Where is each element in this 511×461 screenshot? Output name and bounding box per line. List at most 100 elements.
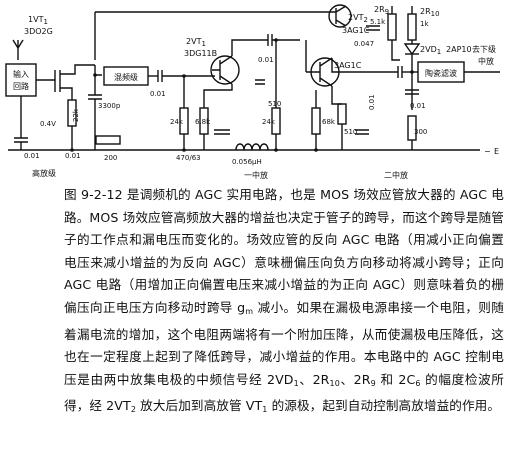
label-001-e: 0.01 [368, 94, 376, 110]
ceramic-filter-label: 陶瓷滤波 [425, 68, 457, 78]
drain-to-mixer-wire [94, 65, 102, 76]
label-001-b: 0.01 [65, 152, 81, 160]
vt2-subscript: 2 [130, 405, 137, 415]
vd-subscript: 1 [293, 378, 299, 388]
diode-2vd1 [403, 40, 421, 110]
first-if-stage-label: 一中放 [244, 170, 268, 180]
label-24k-b: 24k [262, 118, 276, 126]
wire-minus-label: − [484, 147, 491, 156]
r10-subscript: 10 [329, 378, 340, 388]
junction-dot [70, 148, 74, 152]
junction-dot [182, 148, 186, 152]
junction-dot [410, 70, 414, 74]
label-001-c: 0.01 [150, 90, 166, 98]
caption-sep-3: 和 2C [375, 371, 416, 387]
label-04v: 0.4V [40, 120, 56, 128]
label-001-a: 0.01 [24, 152, 40, 160]
label-3300p: 3300p [98, 102, 121, 110]
r10-value: 1k [420, 20, 429, 28]
figure-caption: 图 9-2-12 是调频机的 AGC 实用电路，也是 MOS 场效应管放大器的 … [64, 184, 504, 422]
caption-text-4: 放大后加到高放管 VT [136, 398, 263, 414]
transistor-2vt2-leads [306, 57, 333, 87]
gm-subscript: m [245, 306, 254, 316]
caption-text-2: 减小。如果在漏极电源串接一个电阻，则随着漏电流的增加，这个电阻两端将有一个附加压… [64, 299, 504, 387]
resistor-68k-b [311, 107, 321, 135]
label-001-d: 0.01 [258, 56, 274, 64]
transistor-2-ref: 2VT1 [186, 37, 206, 48]
capacitor-3300p [88, 75, 102, 150]
r10-ref: 2R10 [420, 7, 440, 18]
label-510-b: 510 [344, 128, 357, 136]
caption-text-3: 的幅度检波所得，经 2VT [64, 371, 504, 414]
mixer-label: 混频级 [114, 72, 138, 82]
coupling-cap-3 [397, 66, 403, 78]
label-470: 470/63 [176, 154, 201, 162]
to-next-label: 去下级 [472, 44, 496, 54]
input-circuit-label-2: 回路 [13, 81, 29, 91]
label-24k-a: 24k [170, 118, 184, 126]
terminal-e-label: E [494, 147, 499, 156]
label-300: 300 [414, 128, 427, 136]
inductor-coil [235, 143, 269, 151]
transistor-2-model: 3DG11B [184, 49, 217, 58]
caption-sep-1: 、2R [298, 371, 330, 387]
label-coil: 0.056μH [232, 158, 262, 166]
collector-wire-2 [331, 58, 398, 73]
capacitor-510-a [255, 79, 265, 85]
label-0047: 0.047 [354, 40, 374, 48]
caption-text-1: 图 9-2-12 是调频机的 AGC 实用电路，也是 MOS 场效应管放大器的 … [64, 187, 504, 315]
resistor-200 [95, 135, 121, 145]
junction-dot [93, 73, 97, 77]
to-next-label-2: 中放 [478, 56, 494, 66]
r9-value: 5.1k [370, 18, 386, 26]
coupling-cap-2 [267, 34, 273, 46]
caption-text-5: 的源极，起到自动控制高放增益的作用。 [267, 398, 501, 414]
resistor-2r9 [387, 13, 397, 41]
junction-dot [314, 148, 318, 152]
transistor-2vt-agc-leads [330, 5, 347, 27]
diode-model: 2AP10 [446, 45, 472, 54]
caption-sep-2: 、2R [339, 371, 371, 387]
resistor-68k-a-leads [203, 84, 233, 150]
transistor-1-ref: 1VT1 [28, 15, 48, 26]
label-68k-b: 68k [322, 118, 336, 126]
resistor-510-b-leads [331, 86, 343, 150]
junction-dot [274, 148, 278, 152]
capacitor-emitter-2 [355, 129, 369, 135]
agc-circuit-schematic: 输入 回路 1VT1 3DO2G 混频级 3300p 22k 0.4V 0.01… [5, 4, 500, 180]
caption-paragraph: 图 9-2-12 是调频机的 AGC 实用电路，也是 MOS 场效应管放大器的 … [64, 184, 504, 422]
capacitor-470 [214, 129, 230, 135]
resistor-2r10 [407, 13, 417, 41]
second-if-stage-label: 二中放 [384, 170, 408, 180]
coupling-cap-1 [157, 70, 163, 82]
c6-subscript: 6 [415, 378, 421, 388]
transistor-2vt-agc [328, 4, 352, 28]
diode-ref: 2VD1 [420, 45, 441, 56]
high-amp-stage-label: 高放级 [32, 168, 56, 178]
label-68k-a: 6.8k [195, 118, 211, 126]
capacitor-input [14, 96, 28, 150]
capacitor-001-f [405, 89, 419, 95]
junction-dot [274, 38, 278, 42]
transistor-2vt1 [210, 55, 240, 85]
label-001-f: 0.01 [410, 102, 426, 110]
collector-wire-1 [231, 39, 268, 56]
resistor-2r9-leads [391, 6, 400, 61]
label-22k: 22k [72, 108, 80, 122]
transistor-1-model: 3DO2G [24, 27, 53, 36]
label-510-a: 510 [268, 100, 281, 108]
input-circuit-block [5, 63, 37, 97]
input-circuit-label-1: 输入 [13, 69, 29, 79]
transistor-3-model: 3AG1C [342, 26, 370, 35]
transistor-4-model: 3AG1C [334, 61, 362, 70]
label-200: 200 [104, 154, 117, 162]
vt1-subscript: 1 [262, 405, 268, 415]
mosfet-symbol [36, 64, 95, 100]
resistor-510-b [337, 103, 347, 125]
transistor-3-ref: 2VT2 [348, 13, 368, 24]
capacitor-0047 [366, 25, 380, 31]
antenna-icon [12, 39, 24, 60]
junction-dot [182, 74, 186, 78]
transistor-2vt1-leads [212, 55, 233, 85]
r9-subscript: 9 [370, 378, 376, 388]
